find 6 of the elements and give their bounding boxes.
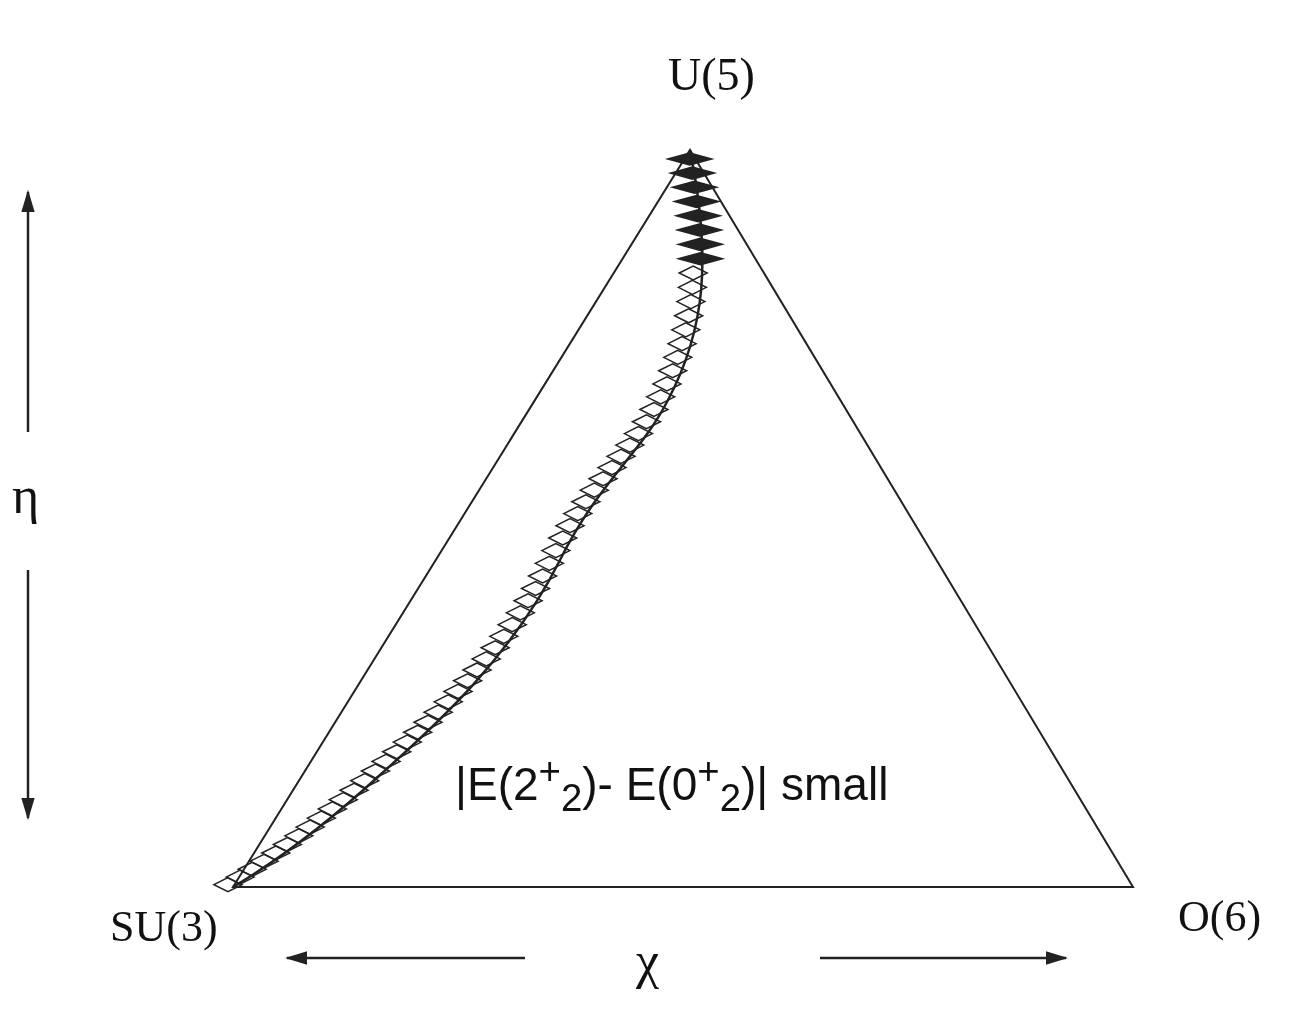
annotation-text: |E(2$^{+}$$_{2}$)- E(0$^{+}$$_{2}$)| small bbox=[455, 752, 889, 817]
axis-label: χ bbox=[636, 935, 660, 987]
vertex-label: U(5) bbox=[668, 52, 755, 98]
vertex-label: SU(3) bbox=[110, 905, 218, 949]
axis-label: η bbox=[12, 470, 40, 522]
vertex-label: O(6) bbox=[1178, 895, 1262, 939]
